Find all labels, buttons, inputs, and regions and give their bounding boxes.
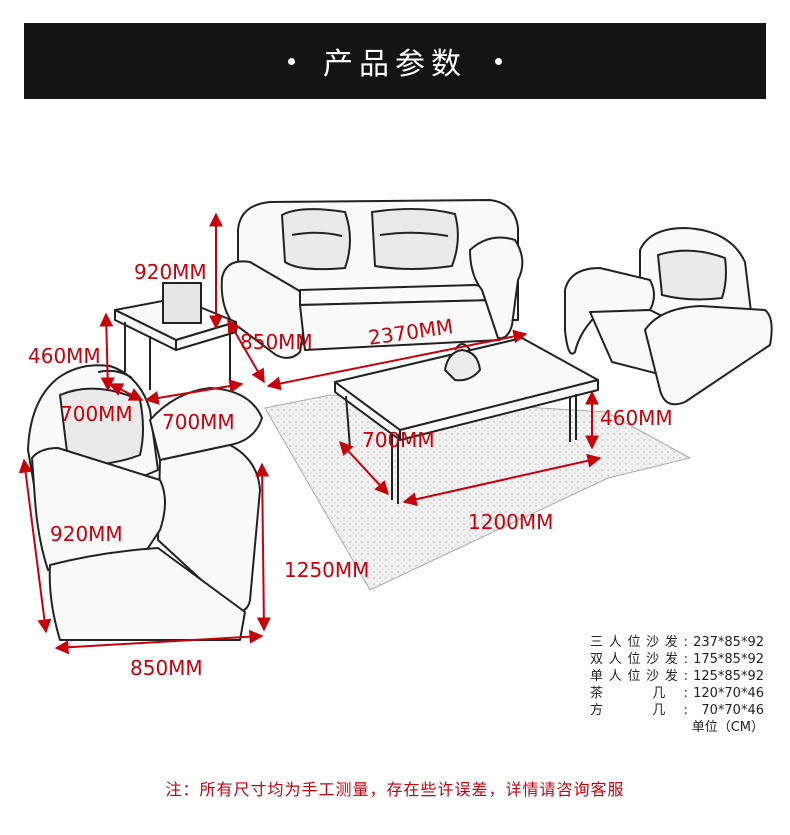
spec-row: 三人位沙发: 237*85*92 bbox=[590, 634, 770, 651]
spec-row: 双人位沙发: 175*85*92 bbox=[590, 651, 770, 668]
section-title: 产品参数 bbox=[323, 47, 467, 82]
spec-list: 三人位沙发: 237*85*92 双人位沙发: 175*85*92 单人位沙发:… bbox=[590, 634, 770, 736]
section-header: 产品参数 bbox=[24, 23, 766, 99]
spec-value: 125*85*92 bbox=[693, 669, 764, 684]
dim-label-loveseat-length: 1250MM bbox=[284, 558, 370, 582]
spec-name: 方 几: bbox=[590, 703, 688, 718]
dim-label-coffee-table-height: 460MM bbox=[600, 406, 673, 430]
spec-value: 120*70*46 bbox=[693, 686, 764, 701]
side-table bbox=[114, 282, 237, 390]
two-seat-sofa bbox=[27, 364, 263, 641]
armchair bbox=[564, 227, 773, 406]
spec-name: 三人位沙发: bbox=[590, 635, 688, 650]
dim-label-coffee-table-depth: 700MM bbox=[362, 428, 435, 452]
spec-value: 70*70*46 bbox=[701, 703, 764, 718]
dim-label-side-table-width: 700MM bbox=[162, 410, 235, 434]
bullet-dot-icon bbox=[495, 57, 502, 65]
spec-value: 237*85*92 bbox=[693, 635, 764, 650]
spec-row: 单人位沙发: 125*85*92 bbox=[590, 668, 770, 685]
dimension-lines bbox=[18, 212, 602, 655]
dim-label-loveseat-height: 920MM bbox=[50, 522, 123, 546]
dim-label-side-table-depth: 700MM bbox=[60, 402, 133, 426]
dim-label-side-table-height: 460MM bbox=[28, 344, 101, 368]
spec-name: 茶 几: bbox=[590, 686, 688, 701]
spec-name: 单人位沙发: bbox=[590, 669, 688, 684]
dim-label-loveseat-depth: 850MM bbox=[130, 656, 203, 680]
dim-label-sofa3-height: 920MM bbox=[134, 260, 207, 284]
bullet-dot-icon bbox=[288, 57, 295, 65]
footnote: 注：所有尺寸均为手工测量，存在些许误差，详情请咨询客服 bbox=[165, 780, 625, 799]
dim-label-coffee-table-width: 1200MM bbox=[468, 510, 554, 534]
spec-name: 双人位沙发: bbox=[590, 652, 688, 667]
dim-label-sofa3-depth: 850MM bbox=[240, 330, 313, 354]
spec-row: 方 几: 70*70*46 bbox=[590, 702, 770, 719]
spec-row: 茶 几: 120*70*46 bbox=[590, 685, 770, 702]
unit-note: 单位（CM） bbox=[691, 720, 764, 735]
spec-value: 175*85*92 bbox=[693, 652, 764, 667]
